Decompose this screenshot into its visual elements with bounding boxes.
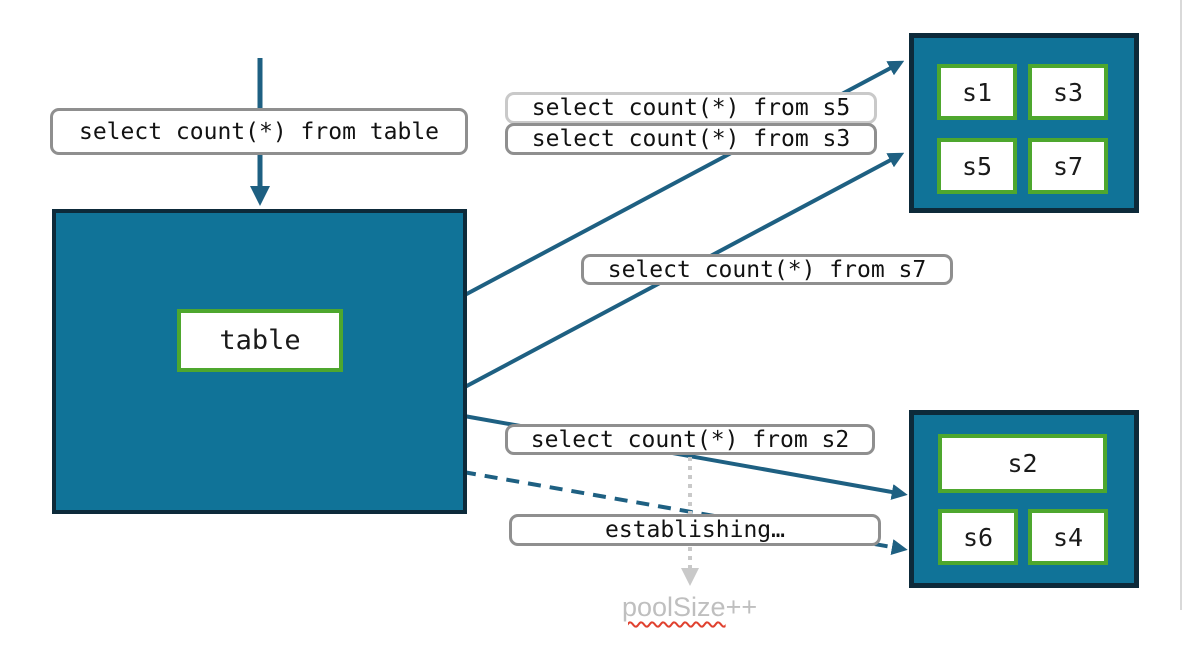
query-label-from-s7-text: select count(*) from s7 (607, 256, 927, 283)
shard-s7-label: s7 (1052, 151, 1084, 181)
poolsize-suffix: ++ (725, 592, 758, 622)
shard-s4-label: s4 (1052, 522, 1084, 552)
query-label-from-s3-text: select count(*) from s3 (531, 126, 851, 152)
shard-s5-label: s5 (961, 151, 993, 181)
query-label-from-s7: select count(*) from s7 (581, 254, 953, 285)
table-label-text: table (219, 325, 301, 356)
table-label: table (177, 309, 343, 372)
poolsize-annotation: poolSize++ (622, 592, 757, 623)
query-label-from-table-text: select count(*) from table (78, 118, 440, 145)
label-establishing-text: establishing… (604, 517, 785, 543)
shard-s6: s6 (938, 509, 1018, 565)
query-label-from-s2-text: select count(*) from s2 (530, 426, 850, 453)
shard-s3-label: s3 (1052, 77, 1084, 107)
query-label-from-table: select count(*) from table (50, 108, 468, 155)
shard-s6-label: s6 (962, 522, 994, 552)
dotted-arrowhead-poolsize (681, 568, 699, 586)
shard-s2-label: s2 (1007, 449, 1038, 478)
query-label-from-s3: select count(*) from s3 (505, 123, 877, 155)
shard-s3: s3 (1028, 64, 1108, 120)
shard-s4: s4 (1028, 509, 1108, 565)
shard-s5: s5 (937, 138, 1017, 194)
shard-group-bottom: s2 s6 s4 (909, 410, 1139, 588)
shard-s1-label: s1 (961, 77, 993, 107)
query-label-from-s5: select count(*) from s5 (505, 92, 877, 124)
shard-s1: s1 (937, 64, 1017, 120)
shard-group-top: s1 s3 s5 s7 (909, 33, 1139, 213)
arrow-table-establishing-dashed (462, 470, 908, 555)
shard-s2: s2 (938, 434, 1107, 493)
query-label-from-s2: select count(*) from s2 (505, 424, 875, 455)
query-label-from-s5-text: select count(*) from s5 (531, 95, 851, 121)
poolsize-word: poolSize (622, 592, 726, 622)
label-establishing: establishing… (509, 514, 881, 546)
slide-right-edge (1180, 0, 1182, 610)
shard-s7: s7 (1028, 138, 1108, 194)
